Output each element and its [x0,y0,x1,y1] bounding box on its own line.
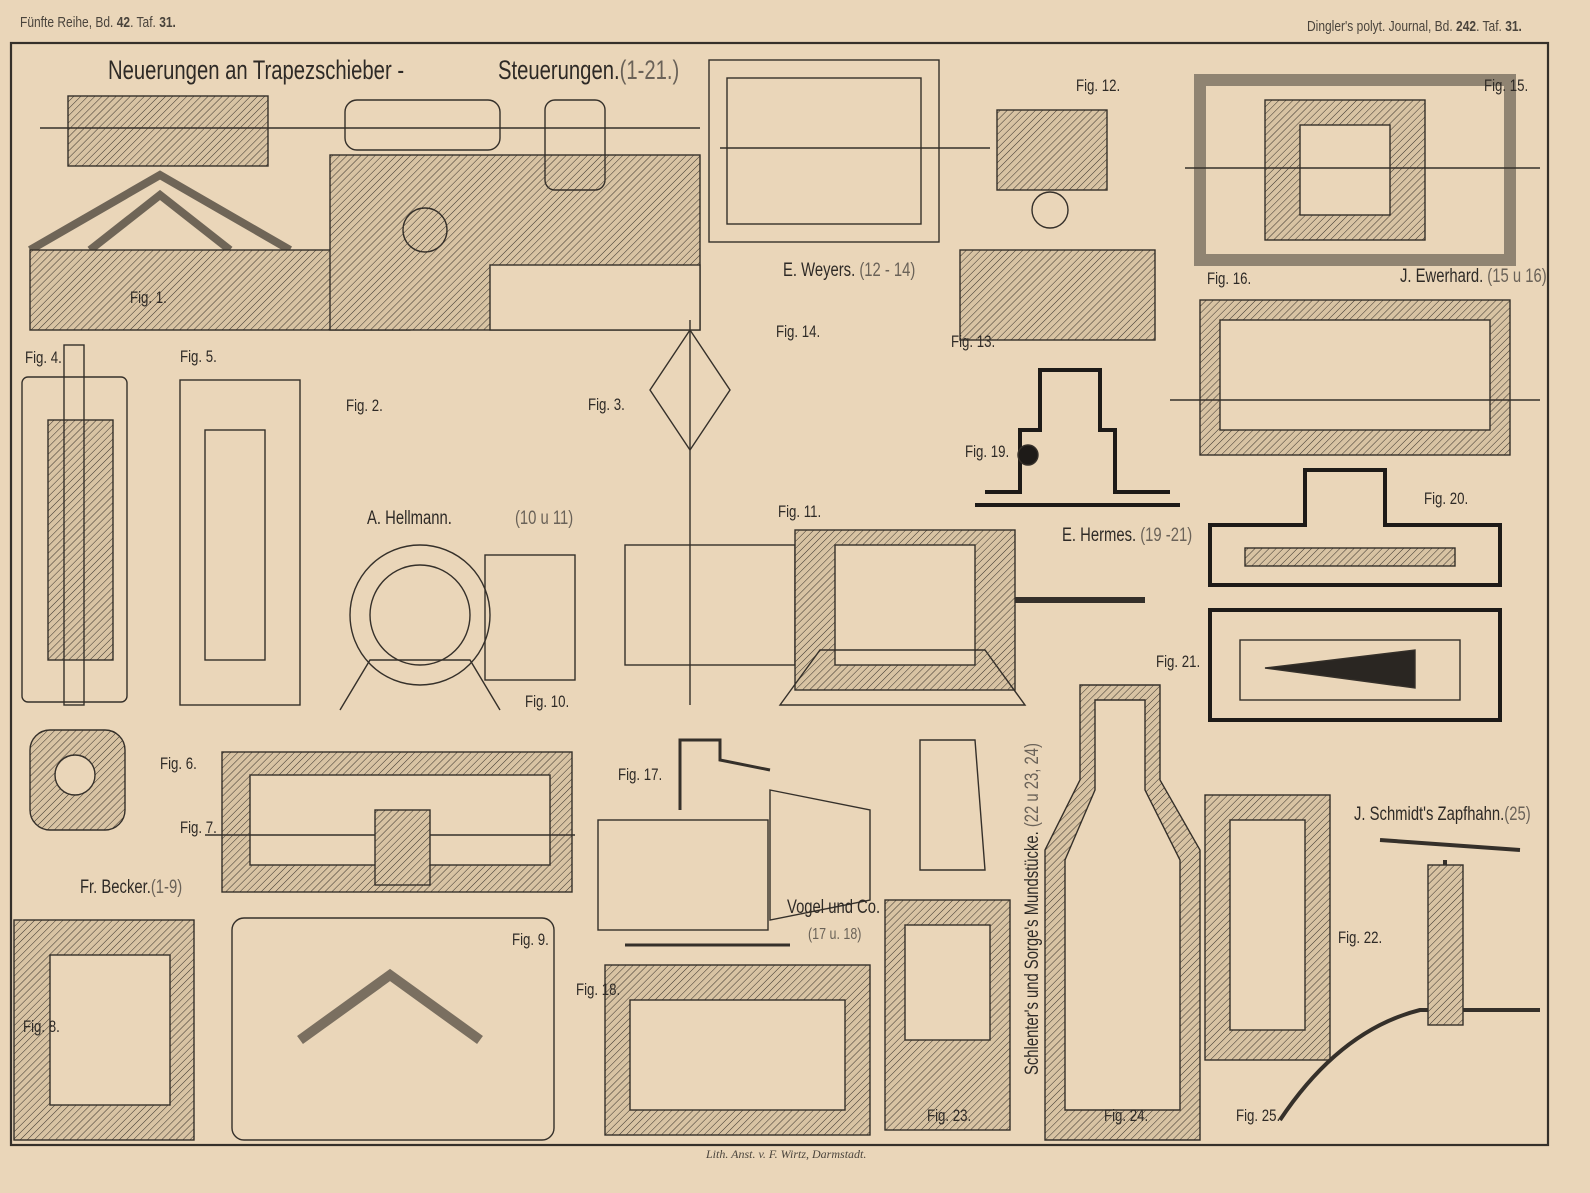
inventor-range: (19 -21) [1140,525,1193,546]
taf-label: . Taf. [1476,18,1502,35]
fig-10-label: Fig. 10. [525,692,570,711]
inventor-name: Fr. Becker. [80,877,151,898]
fig-12-label: Fig. 12. [1076,76,1121,95]
journal-label: Dingler's polyt. Journal, Bd. [1307,18,1453,35]
fig-11-label: Fig. 11. [778,502,822,521]
fig12-drawing [708,59,1156,341]
fig-21-label: Fig. 21. [1156,652,1201,671]
header-left: Fünfte Reihe, Bd. 42. Taf. 31. [20,14,176,31]
fig-2-label: Fig. 2. [346,396,383,415]
fig10-11-drawing [339,320,1145,711]
fig-17-label: Fig. 17. [618,765,663,784]
fig-9-label: Fig. 9. [512,930,549,949]
fig-20-label: Fig. 20. [1424,489,1469,508]
inventor-name: E. Hermes. [1062,525,1137,546]
plate-title-part1: Neuerungen an Trapezschieber - [108,55,405,85]
inventor-hellmann-range: (10 u 11) [515,508,574,529]
inventor-schmidt: J. Schmidt's Zapfhahn.(25) [1354,804,1531,826]
inventor-name: E. Weyers. [783,260,856,281]
fig-7-label: Fig. 7. [180,818,217,837]
fig-3-label: Fig. 3. [588,395,625,414]
inventor-name: J. Ewerhard. [1400,266,1484,287]
taf-number: 31. [159,14,176,31]
inventor-name: Schlenter's und Sorge's Mundstücke. [1022,831,1043,1075]
volume-number: 242 [1456,18,1477,35]
fig-22-label: Fig. 22. [1338,928,1383,947]
plate-title-part2: Steuerungen.(1-21.) [498,55,679,86]
fig22-25-drawing [884,684,1540,1141]
taf-label: . Taf. [130,14,156,31]
inventor-range: (12 - 14) [859,260,916,281]
inventor-range: (15 u 16) [1487,266,1547,287]
fig19-21-drawing [975,368,1502,722]
lithographer-credit: Lith. Anst. v. F. Wirtz, Darmstadt. [706,1147,867,1161]
fig4-5-drawing [21,344,301,706]
fig1-drawing [28,95,701,331]
inventor-range: (1-9) [150,877,183,898]
inventor-range: (22 u 23, 24) [1022,743,1043,828]
fig-24-label: Fig. 24. [1104,1106,1149,1125]
inventor-weyers: E. Weyers. (12 - 14) [783,260,915,282]
plate-border [9,41,1550,1147]
fig-15-label: Fig. 15. [1484,76,1529,95]
inventor-name: J. Schmidt's Zapfhahn. [1354,804,1505,825]
inventor-range: (25) [1504,804,1531,825]
inventor-ewerhard: J. Ewerhard. (15 u 16) [1400,266,1547,288]
fig-23-label: Fig. 23. [927,1106,972,1125]
fig-8-label: Fig. 8. [23,1017,60,1036]
inventor-hellmann: A. Hellmann. [367,508,452,529]
fig-1-label: Fig. 1. [130,288,167,307]
volume-number: 42 [116,14,131,31]
fig-4-label: Fig. 4. [25,348,62,367]
header-right: Dingler's polyt. Journal, Bd. 242. Taf. … [1307,18,1522,35]
fig6-9-drawing [13,729,575,1141]
fig-18-label: Fig. 18. [576,980,621,999]
inventor-becker: Fr. Becker.(1-9) [80,877,182,899]
taf-number: 31. [1505,18,1522,35]
fig-25-label: Fig. 25. [1236,1106,1281,1125]
fig-16-label: Fig. 16. [1207,269,1252,288]
title-text: Steuerungen. [498,55,620,85]
fig-19-label: Fig. 19. [965,442,1010,461]
title-range: (1-21.) [619,55,680,85]
fig-13-label: Fig. 13. [951,332,996,351]
fig-6-label: Fig. 6. [160,754,197,773]
inventor-vogel: Vogel und Co. [787,897,881,918]
fig17-18-drawing [597,738,871,1136]
inventor-schlenter: Schlenter's und Sorge's Mundstücke. (22 … [1022,743,1044,1075]
fig-14-label: Fig. 14. [776,322,821,341]
inventor-hermes: E. Hermes. (19 -21) [1062,525,1192,547]
fig15-drawing [1170,74,1540,456]
fig-5-label: Fig. 5. [180,347,217,366]
inventor-vogel-range: (17 u. 18) [808,926,862,943]
series-label: Fünfte Reihe, Bd. [20,14,114,31]
